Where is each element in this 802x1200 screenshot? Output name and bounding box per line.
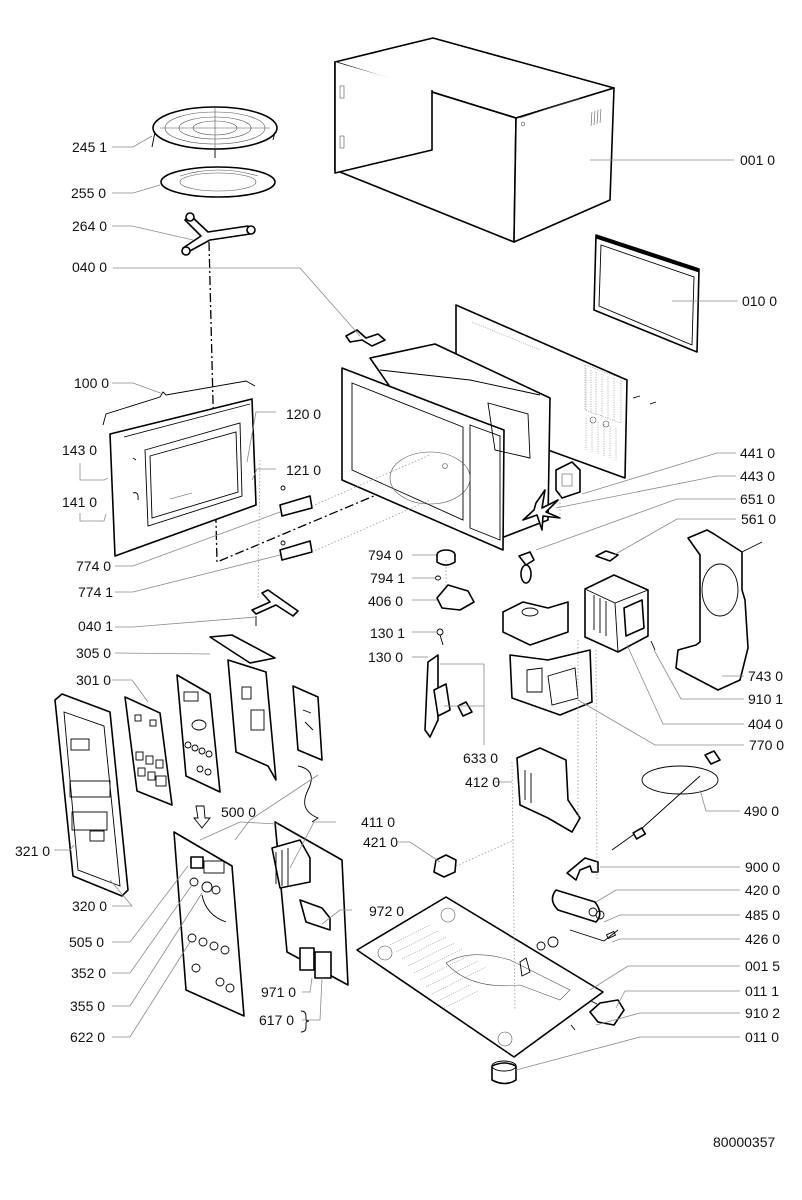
- callout-label: 406 0: [368, 593, 403, 609]
- part-roller-support: [181, 212, 256, 256]
- callout-label: 411 0: [361, 814, 395, 830]
- callout-label: 505 0: [69, 934, 104, 950]
- part-display-board: [173, 831, 245, 1017]
- callout-label: 490 0: [744, 803, 779, 819]
- callout-label: 561 0: [741, 511, 776, 527]
- callout-label: 255 0: [71, 185, 106, 201]
- callout-label: 404 0: [748, 716, 783, 732]
- callout-label: 794 0: [368, 547, 403, 563]
- callout-label: 971 0: [261, 984, 296, 1000]
- callout-label: 320 0: [72, 898, 107, 914]
- part-main-board: [271, 821, 349, 986]
- part-turntable-rack: [151, 106, 278, 158]
- part-turntable-motor: [435, 549, 475, 611]
- callout-label: 900 0: [745, 859, 780, 875]
- part-capacitor: [551, 857, 619, 942]
- callout-label: 040 1: [78, 618, 113, 634]
- callout-label: 010 0: [742, 293, 777, 309]
- callout-label: 321 0: [15, 843, 50, 859]
- callout-label: 143 0: [62, 442, 97, 458]
- callout-label: 245 1: [72, 139, 107, 155]
- leader-lines: [54, 135, 744, 1071]
- part-keypad: [124, 696, 173, 806]
- part-glass-plate: [160, 166, 276, 198]
- callout-label: 040 0: [72, 259, 107, 275]
- callout-label: 412 0: [465, 774, 500, 790]
- part-control-overlay: [176, 674, 221, 793]
- callout-label: 441 0: [740, 445, 775, 461]
- callout-label: 910 2: [745, 1005, 780, 1021]
- part-lamp: [518, 551, 535, 584]
- part-thermostat: [595, 550, 619, 562]
- callout-label: 774 0: [76, 558, 111, 574]
- part-fan-blade: [522, 489, 561, 531]
- document-number: 80000357: [713, 1134, 776, 1150]
- part-switch-assembly: [424, 628, 485, 740]
- part-power-cord: [611, 750, 721, 851]
- callout-label: 794 1: [370, 570, 405, 586]
- part-back-frame: [593, 234, 700, 353]
- callout-label: 426 0: [745, 931, 780, 947]
- callout-label: 622 0: [70, 1029, 105, 1045]
- part-fuse: [433, 854, 457, 878]
- part-air-guide: [502, 601, 593, 716]
- callout-label: 421 0: [363, 834, 398, 850]
- callout-label: 130 1: [370, 625, 405, 641]
- brace-617: [300, 1010, 310, 1033]
- callout-label: 774 1: [78, 584, 113, 600]
- callout-label: 100 0: [74, 375, 109, 391]
- callout-label: 305 0: [76, 645, 111, 661]
- callout-label: 651 0: [740, 491, 775, 507]
- callout-label: 443 0: [740, 468, 775, 484]
- callout-label: 485 0: [745, 907, 780, 923]
- part-air-duct: [675, 529, 763, 691]
- part-hinge-plates: [279, 485, 313, 561]
- assembly-axis-line: [208, 241, 446, 563]
- callout-label: 301 0: [76, 672, 111, 688]
- part-transformer: [516, 747, 581, 833]
- callout-label: 770 0: [749, 737, 784, 753]
- assembly-guides: [257, 454, 598, 1011]
- door-assembly-bracket: [102, 380, 256, 426]
- callout-label: 743 0: [748, 668, 783, 684]
- callout-label: 617 0: [259, 1012, 294, 1028]
- callout-labels: 245 1 255 0 264 0 040 0 100 0 143 0 141 …: [15, 139, 784, 1045]
- callout-label: 355 0: [70, 998, 105, 1014]
- ribbon-cable: [297, 765, 319, 823]
- callout-label: 352 0: [71, 965, 106, 981]
- part-door: [109, 398, 257, 557]
- part-base-fasteners: [491, 936, 625, 1085]
- part-fan-motor: [555, 461, 581, 499]
- callout-label: 910 1: [748, 691, 783, 707]
- callout-label: 264 0: [72, 218, 107, 234]
- callout-label: 011 0: [745, 1029, 779, 1045]
- part-t-bracket: [251, 589, 299, 626]
- callout-label: 001 5: [745, 958, 780, 974]
- part-base-plate: [356, 896, 604, 1058]
- callout-label: 001 0: [740, 152, 775, 168]
- part-outer-casing: [334, 37, 615, 243]
- part-oven-cavity: [341, 343, 551, 551]
- arrow-down-icon: [193, 805, 211, 829]
- part-bracket-top: [345, 329, 386, 347]
- callout-label: 633 0: [463, 750, 498, 766]
- callout-label: 972 0: [369, 903, 404, 919]
- callout-label: 121 0: [286, 462, 321, 478]
- part-control-panel-front: [54, 693, 129, 897]
- callout-label: 141 0: [62, 494, 97, 510]
- callout-label: 130 0: [368, 649, 403, 665]
- callout-label: 011 1: [745, 983, 779, 999]
- callout-label: 420 0: [745, 882, 780, 898]
- part-magnetron: [584, 574, 656, 653]
- part-small-board: [292, 685, 323, 761]
- callout-label: 120 0: [286, 406, 321, 422]
- part-control-frame: [209, 634, 277, 781]
- callout-label: 500 0: [221, 804, 256, 820]
